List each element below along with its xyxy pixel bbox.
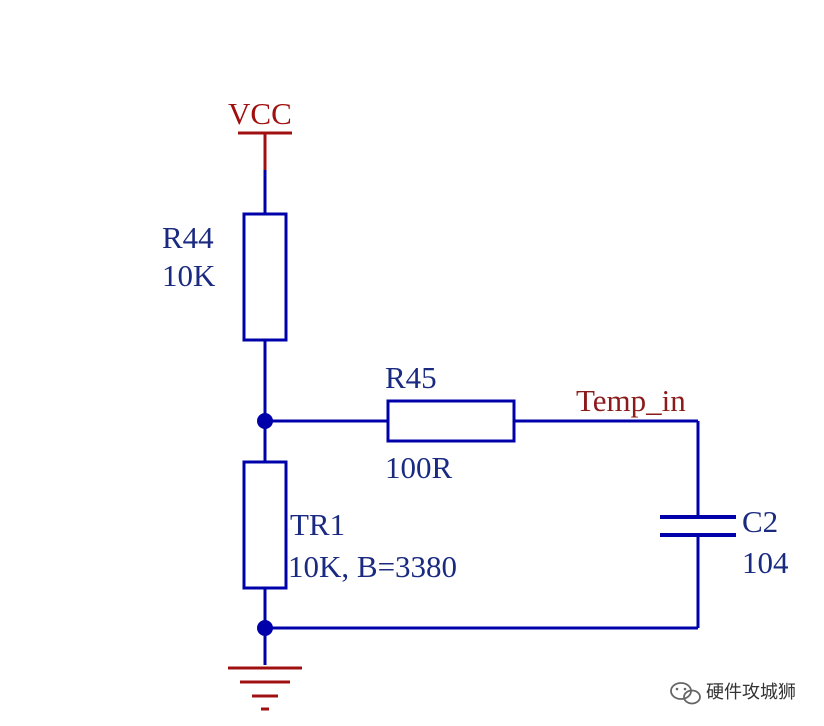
r44-value: 10K (162, 258, 216, 293)
junction-dot-top (257, 413, 273, 429)
temp-in-net-label: Temp_in (576, 383, 686, 418)
junction-dot-bottom (257, 620, 273, 636)
tr1-value: 10K, B=3380 (288, 549, 457, 584)
r45-resistor-body (386, 399, 516, 443)
ground-symbol (228, 666, 302, 711)
c2-capacitor-plates (660, 515, 736, 537)
vcc-label: VCC (228, 96, 292, 131)
r45-value: 100R (385, 450, 453, 485)
c2-designator: C2 (742, 504, 778, 539)
r44-resistor-body (242, 212, 288, 342)
vcc-power-symbol (238, 131, 292, 170)
wechat-icon (670, 682, 701, 705)
r45-designator: R45 (385, 360, 437, 395)
r44-designator: R44 (162, 220, 214, 255)
c2-value: 104 (742, 545, 789, 580)
tr1-designator: TR1 (290, 507, 345, 542)
tr1-thermistor-body (242, 460, 288, 590)
watermark-text: 硬件攻城狮 (706, 682, 796, 703)
wires (263, 170, 700, 665)
